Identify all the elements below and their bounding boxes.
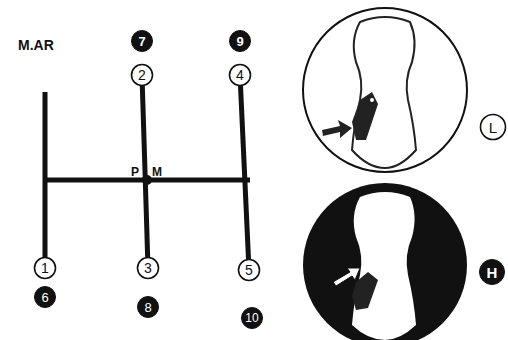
gate-line: [142, 86, 147, 257]
callout-number: 8: [144, 301, 151, 314]
number-holder: 2: [130, 63, 154, 87]
callout-number: 10: [245, 312, 258, 324]
circle-shape: [35, 287, 56, 308]
gear-number-white: L: [479, 113, 507, 141]
circle-shape: [132, 31, 153, 52]
number-holder: 9: [228, 29, 252, 53]
number-holder: 1: [33, 256, 57, 280]
inset-circle: [303, 183, 467, 340]
number-holder: 5: [237, 258, 261, 282]
release-arrow: [333, 268, 360, 286]
callout-number: 4: [236, 68, 244, 82]
inset-circle: [303, 8, 467, 172]
callout-number: H: [487, 265, 498, 280]
lever-pivot: [370, 98, 374, 102]
circle-shape: [481, 115, 506, 140]
circle-shape: [138, 297, 159, 318]
number-holder: 10: [240, 306, 264, 330]
circle-shape: [230, 31, 251, 52]
gear-number-black: 7: [130, 29, 154, 53]
circle-shape: [242, 308, 263, 329]
gear-number-white: 4: [228, 63, 252, 87]
gate-line-stroke: [142, 86, 147, 257]
circle-shape: [239, 260, 260, 281]
circle-shape: [132, 65, 153, 86]
callout-number: 3: [144, 261, 152, 275]
gear-number-black: 9: [228, 29, 252, 53]
gear-number-black: 10: [240, 306, 264, 330]
number-holder: H: [478, 258, 506, 286]
circle-shape: [480, 260, 505, 285]
number-holder: 4: [228, 63, 252, 87]
number-holder: 3: [136, 256, 160, 280]
push-arrow: [322, 120, 352, 138]
gear-number-black: 8: [136, 295, 160, 319]
callout-number: 2: [138, 68, 146, 82]
lock-lever: [352, 92, 378, 140]
gear-number-white: 5: [237, 258, 261, 282]
callout-number: 6: [41, 291, 48, 304]
callout-number: 1: [41, 261, 49, 275]
gear-number-black: 6: [33, 285, 57, 309]
gear-label: P: [131, 166, 139, 178]
gate-line: [241, 86, 249, 259]
circle-shape: [230, 65, 251, 86]
gear-knob: [352, 192, 416, 340]
gear-knob: [352, 17, 416, 168]
circle-shape: [138, 258, 159, 279]
gear-label: M: [152, 166, 162, 178]
gear-label: M.AR: [18, 38, 54, 52]
number-holder: 8: [136, 295, 160, 319]
gear-number-white: 2: [130, 63, 154, 87]
gear-number-white: 3: [136, 256, 160, 280]
number-holder: L: [479, 113, 507, 141]
gear-number-white: 1: [33, 256, 57, 280]
number-holder: 7: [130, 29, 154, 53]
callout-number: 5: [245, 263, 253, 277]
callout-number: 9: [236, 35, 243, 48]
callout-number: L: [489, 120, 497, 135]
gate-line: [43, 92, 48, 258]
number-holder: 6: [33, 285, 57, 309]
gear-number-black: H: [478, 258, 506, 286]
gate-line-stroke: [241, 86, 249, 259]
circle-shape: [35, 258, 56, 279]
callout-number: 7: [138, 35, 145, 48]
